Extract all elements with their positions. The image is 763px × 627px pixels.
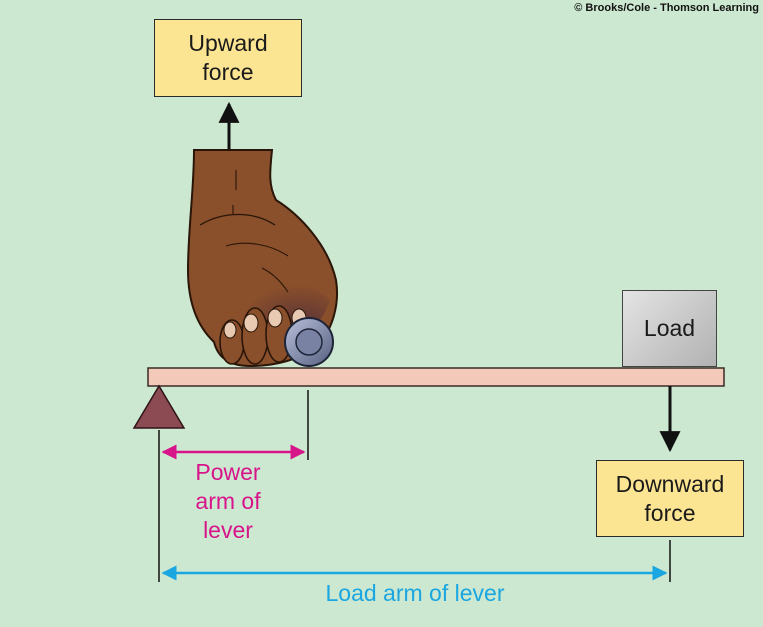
load-label: Load [643,315,696,341]
power-arm-label: Power arm of lever [195,459,261,543]
downward-force-label: Downward force [596,460,744,537]
load-arm-label: Load arm of lever [325,580,505,606]
hand-icon [186,149,338,368]
fulcrum [132,384,186,429]
upward-force-label: Upward force [154,19,302,97]
load-block: Load [622,290,717,367]
copyright-notice: © Brooks/Cole - Thomson Learning [574,2,759,14]
lever-bar [147,367,725,387]
